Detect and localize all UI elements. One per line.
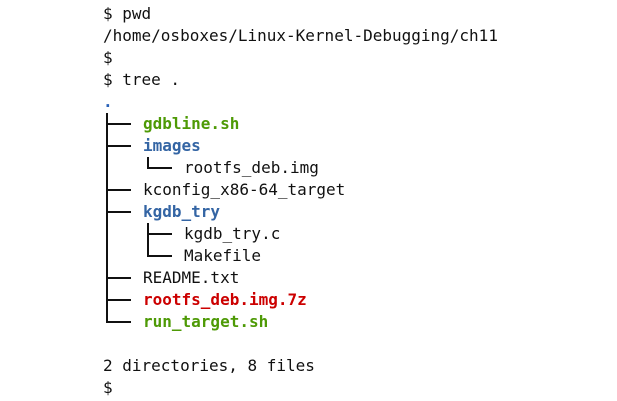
tree-entry-name: gdbline.sh xyxy=(143,114,240,133)
tree-file-entry: gdbline.sh xyxy=(103,113,498,135)
tree-file-entry: Makefile xyxy=(103,245,498,267)
terminal-line: $ pwd xyxy=(103,4,152,23)
tree-entry-name: Makefile xyxy=(184,246,262,265)
tree-entry-name: images xyxy=(143,136,201,155)
tree-file-entry: rootfs_deb.img.7z xyxy=(103,289,498,311)
terminal-line: /home/osboxes/Linux-Kernel-Debugging/ch1… xyxy=(103,26,498,45)
tree-file-entry: kgdb_try.c xyxy=(103,223,498,245)
terminal-output: $ pwd /home/osboxes/Linux-Kernel-Debuggi… xyxy=(103,3,498,399)
tree-file-entry: README.txt xyxy=(103,267,498,289)
blank-line xyxy=(103,333,498,355)
terminal-line: $ xyxy=(103,48,113,67)
tree-file-entry: run_target.sh xyxy=(103,311,498,333)
tree-summary: 2 directories, 8 files xyxy=(103,356,315,375)
tree-dir-entry: images xyxy=(103,135,498,157)
terminal-line: $ tree . xyxy=(103,70,181,89)
tree-entry-name: rootfs_deb.img.7z xyxy=(143,290,307,309)
tree-entry-name: rootfs_deb.img xyxy=(184,158,319,177)
tree-entry-name: kgdb_try.c xyxy=(184,224,281,243)
tree-file-entry: kconfig_x86-64_target xyxy=(103,179,498,201)
tree-listing: gdbline.sh images rootfs_deb.img kconfig_x8… xyxy=(103,113,498,333)
tree-entry-name: kgdb_try xyxy=(143,202,221,221)
tree-entry-name: run_target.sh xyxy=(143,312,269,331)
shell-prompt: $ xyxy=(103,378,113,397)
tree-dir-entry: kgdb_try xyxy=(103,201,498,223)
tree-entry-name: kconfig_x86-64_target xyxy=(143,180,346,199)
tree-entry-name: README.txt xyxy=(143,268,240,287)
tree-root: . xyxy=(103,92,113,111)
tree-file-entry: rootfs_deb.img xyxy=(103,157,498,179)
